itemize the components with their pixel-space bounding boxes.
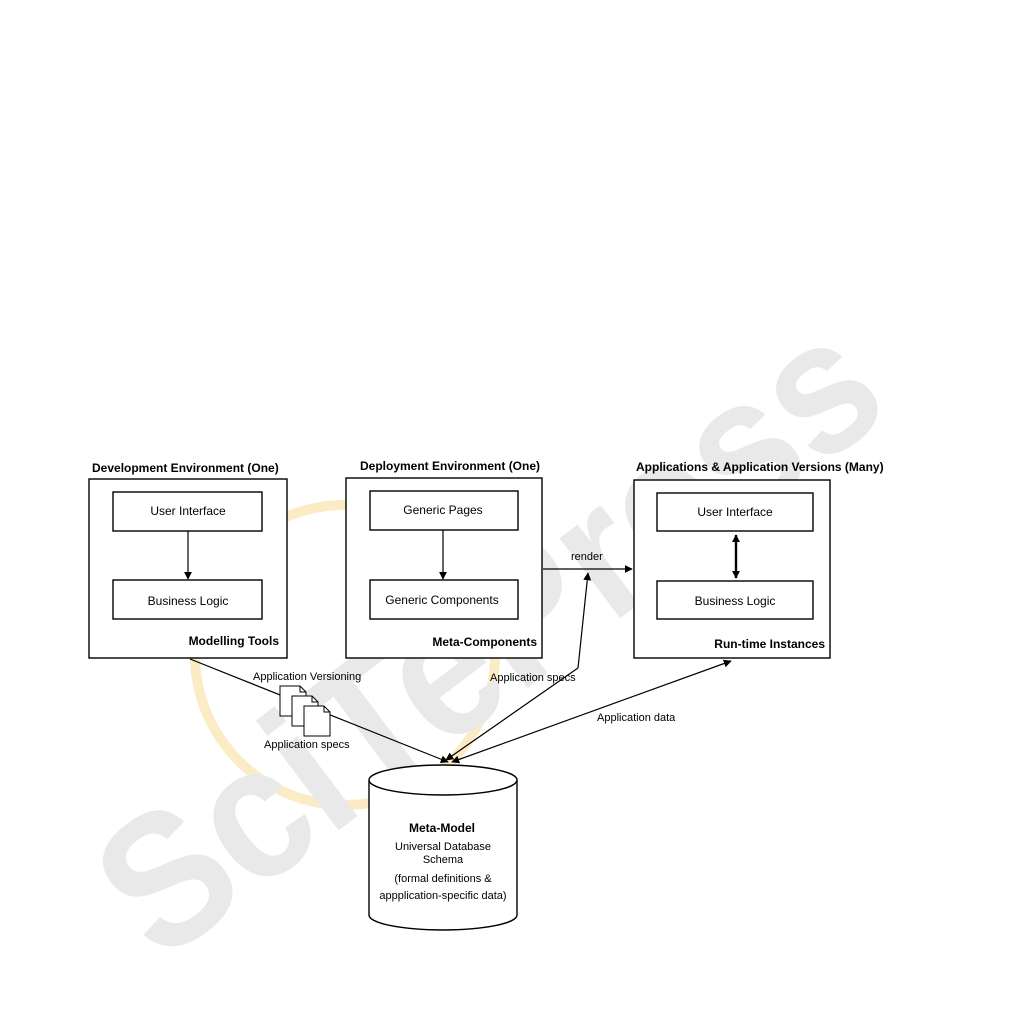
- deployment-environment: Deployment Environment (One) Generic Pag…: [345, 459, 543, 659]
- app-data-label: Application data: [597, 712, 676, 724]
- database-top: [368, 764, 518, 796]
- dev-business-logic-label: Business Logic: [148, 594, 229, 608]
- development-env-title: Development Environment (One): [92, 461, 279, 475]
- render-label: render: [571, 551, 603, 563]
- database-line3: (formal definitions &: [394, 873, 492, 885]
- generic-pages-box: [369, 490, 519, 531]
- database-title: Meta-Model: [409, 821, 475, 835]
- deployment-env-title: Deployment Environment (One): [360, 459, 540, 473]
- app-specs-left-label: Application specs: [264, 739, 350, 751]
- dev-footer-modelling-tools: Modelling Tools: [189, 634, 280, 648]
- database-line4: appplication-specific data): [379, 890, 506, 902]
- database-body: [368, 780, 518, 931]
- app-business-logic-box: [656, 580, 814, 620]
- database-line2: Schema: [423, 854, 464, 866]
- app-user-interface-label: User Interface: [697, 505, 773, 519]
- app-versioning-label: Application Versioning: [253, 671, 361, 683]
- applications-title: Applications & Application Versions (Man…: [636, 460, 884, 474]
- meta-model-database: Meta-Model Universal Database Schema (fo…: [368, 764, 518, 931]
- generic-components-label: Generic Components: [385, 593, 498, 607]
- generic-components-box: [369, 579, 519, 620]
- generic-pages-label: Generic Pages: [403, 503, 482, 517]
- app-specs-mid-label: Application specs: [490, 672, 576, 684]
- dev-business-logic-box: [112, 579, 263, 620]
- app-business-logic-label: Business Logic: [695, 594, 776, 608]
- render-specs-riser: [577, 572, 592, 669]
- deployment-footer-meta-components: Meta-Components: [432, 635, 537, 649]
- database-applications-double-arrow: [451, 659, 732, 764]
- database-line1: Universal Database: [395, 841, 491, 853]
- document-stack-icon: [279, 685, 331, 737]
- applications-environment: Applications & Application Versions (Man…: [633, 460, 884, 659]
- app-user-interface-box: [656, 492, 814, 532]
- dev-user-interface-label: User Interface: [150, 504, 226, 518]
- applications-footer-runtime: Run-time Instances: [714, 637, 825, 651]
- development-environment: Development Environment (One) User Inter…: [88, 461, 288, 659]
